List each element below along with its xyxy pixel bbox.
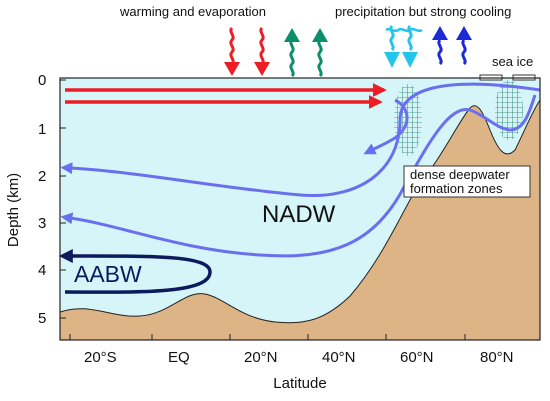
warming-evaporation-arrows: [224, 26, 328, 78]
x-axis: 20°S EQ 20°N 40°N 60°N 80°N Latitude: [69, 334, 514, 392]
y-axis-title: Depth (km): [5, 173, 22, 247]
y-tick-0: 0: [38, 72, 46, 89]
dense-zone-label-1: dense deepwater: [410, 167, 510, 182]
dense-zone-label-2: formation zones: [410, 181, 503, 196]
aabw-label: AABW: [74, 261, 142, 287]
y-tick-5: 5: [38, 310, 46, 327]
x-tick-40n: 40°N: [322, 349, 356, 366]
warming-label: warming and evaporation: [119, 4, 266, 19]
x-tick-60n: 60°N: [400, 349, 434, 366]
precip-label: precipitation but strong cooling: [335, 4, 511, 19]
blue-down-arrow-1: [432, 26, 448, 66]
cyan-down-arrow-2: [402, 24, 418, 68]
nadw-flow-upper: [60, 82, 541, 198]
sea-floor: [60, 99, 540, 340]
nadw-recirculation: [363, 98, 409, 155]
x-tick-eq: EQ: [168, 349, 190, 366]
y-tick-2: 2: [38, 168, 46, 185]
y-tick-3: 3: [38, 215, 46, 232]
precipitation-cooling-arrows: [384, 24, 472, 68]
x-tick-20s: 20°S: [84, 349, 117, 366]
dense-zone-label-box: [403, 165, 531, 198]
blue-up-arrow-2: [456, 26, 472, 66]
cyan-down-arrow-1: [384, 24, 400, 68]
plot-frame: [59, 77, 541, 341]
y-tick-1: 1: [38, 121, 46, 138]
cyan-wave-1: [385, 27, 423, 33]
x-tick-80n: 80°N: [480, 349, 514, 366]
y-axis: 0 1 2 3 4 5 Depth (km): [5, 72, 66, 327]
x-tick-20n: 20°N: [244, 349, 278, 366]
x-axis-title: Latitude: [273, 375, 326, 392]
y-tick-4: 4: [38, 262, 46, 279]
green-up-arrow-2: [312, 28, 328, 78]
dense-water-zone-2: [495, 80, 523, 140]
aabw-flow: [58, 248, 212, 294]
red-down-arrow-2: [254, 26, 270, 76]
red-down-arrow-1: [224, 26, 240, 76]
green-up-arrow-1: [284, 28, 300, 78]
sea-ice-label: sea ice: [492, 54, 533, 69]
nadw-label: NADW: [262, 201, 336, 228]
